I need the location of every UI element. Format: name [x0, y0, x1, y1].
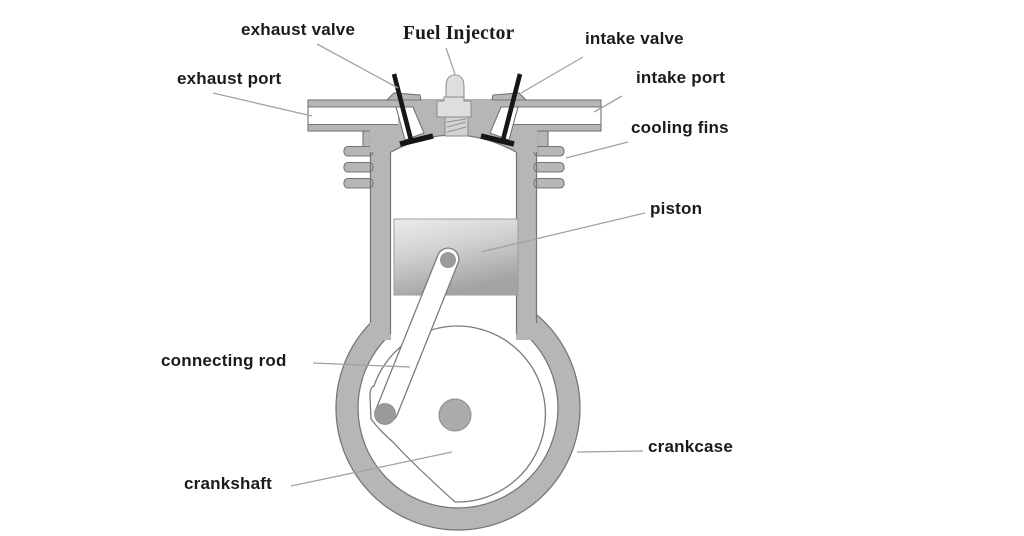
cooling-fin: [533, 161, 565, 173]
cooling-fin: [343, 161, 374, 173]
cooling-fin: [343, 145, 374, 157]
exhaust-valve-stem: [391, 73, 414, 141]
label-crankshaft: crankshaft: [184, 474, 272, 493]
head-boss-right: [491, 92, 528, 101]
cooling-fins-right: [533, 145, 565, 189]
injector-nozzle-top: [445, 74, 465, 99]
intake-valve-stem: [500, 73, 523, 141]
label-crankcase: crankcase: [648, 437, 733, 456]
connecting-rod-shape: [375, 247, 460, 423]
cooling-fin: [533, 177, 565, 189]
wrist-pin: [440, 252, 456, 268]
exhaust-valve-head: [399, 133, 434, 147]
injector-hatch: [446, 121, 467, 128]
leader-line-crankcase: [576, 450, 644, 453]
valves: [391, 73, 523, 147]
leader-line-exhaust-valve: [316, 43, 399, 89]
leader-line-exhaust-port: [212, 92, 313, 117]
injector-body: [436, 96, 472, 118]
leader-line-fuel-injector: [445, 47, 456, 75]
label-cooling-fins: cooling fins: [631, 118, 729, 137]
head-boss-left: [385, 92, 422, 101]
cooling-fin: [343, 177, 374, 189]
leader-line-cooling-fins: [565, 141, 629, 159]
rod-body: [376, 248, 459, 422]
label-fuel-injector: Fuel Injector: [403, 23, 515, 44]
leader-line-crankshaft: [290, 451, 453, 487]
cylinder-wall-right: [516, 127, 537, 340]
label-intake-valve: intake valve: [585, 29, 684, 48]
leader-line-connecting-rod: [312, 362, 411, 368]
label-connecting-rod: connecting rod: [161, 351, 287, 370]
label-piston: piston: [650, 199, 703, 218]
leader-line-intake-valve: [520, 56, 584, 94]
cooling-fins-left: [343, 145, 374, 189]
crank-pin: [374, 403, 396, 425]
crankshaft-main-journal: [438, 398, 472, 432]
injector-hatch: [446, 126, 467, 133]
label-exhaust-port: exhaust port: [177, 69, 282, 88]
cylinder-wall-left: [370, 127, 391, 340]
leader-line-intake-port: [593, 95, 623, 113]
cooling-fin: [533, 145, 565, 157]
label-exhaust-valve: exhaust valve: [241, 20, 356, 39]
leader-line-piston: [480, 212, 646, 253]
injector-hatch: [446, 118, 467, 123]
leader-lines: [212, 43, 646, 487]
label-intake-port: intake port: [636, 68, 726, 87]
fuel-injector-shape: [436, 74, 472, 137]
intake-valve-head: [480, 133, 515, 147]
